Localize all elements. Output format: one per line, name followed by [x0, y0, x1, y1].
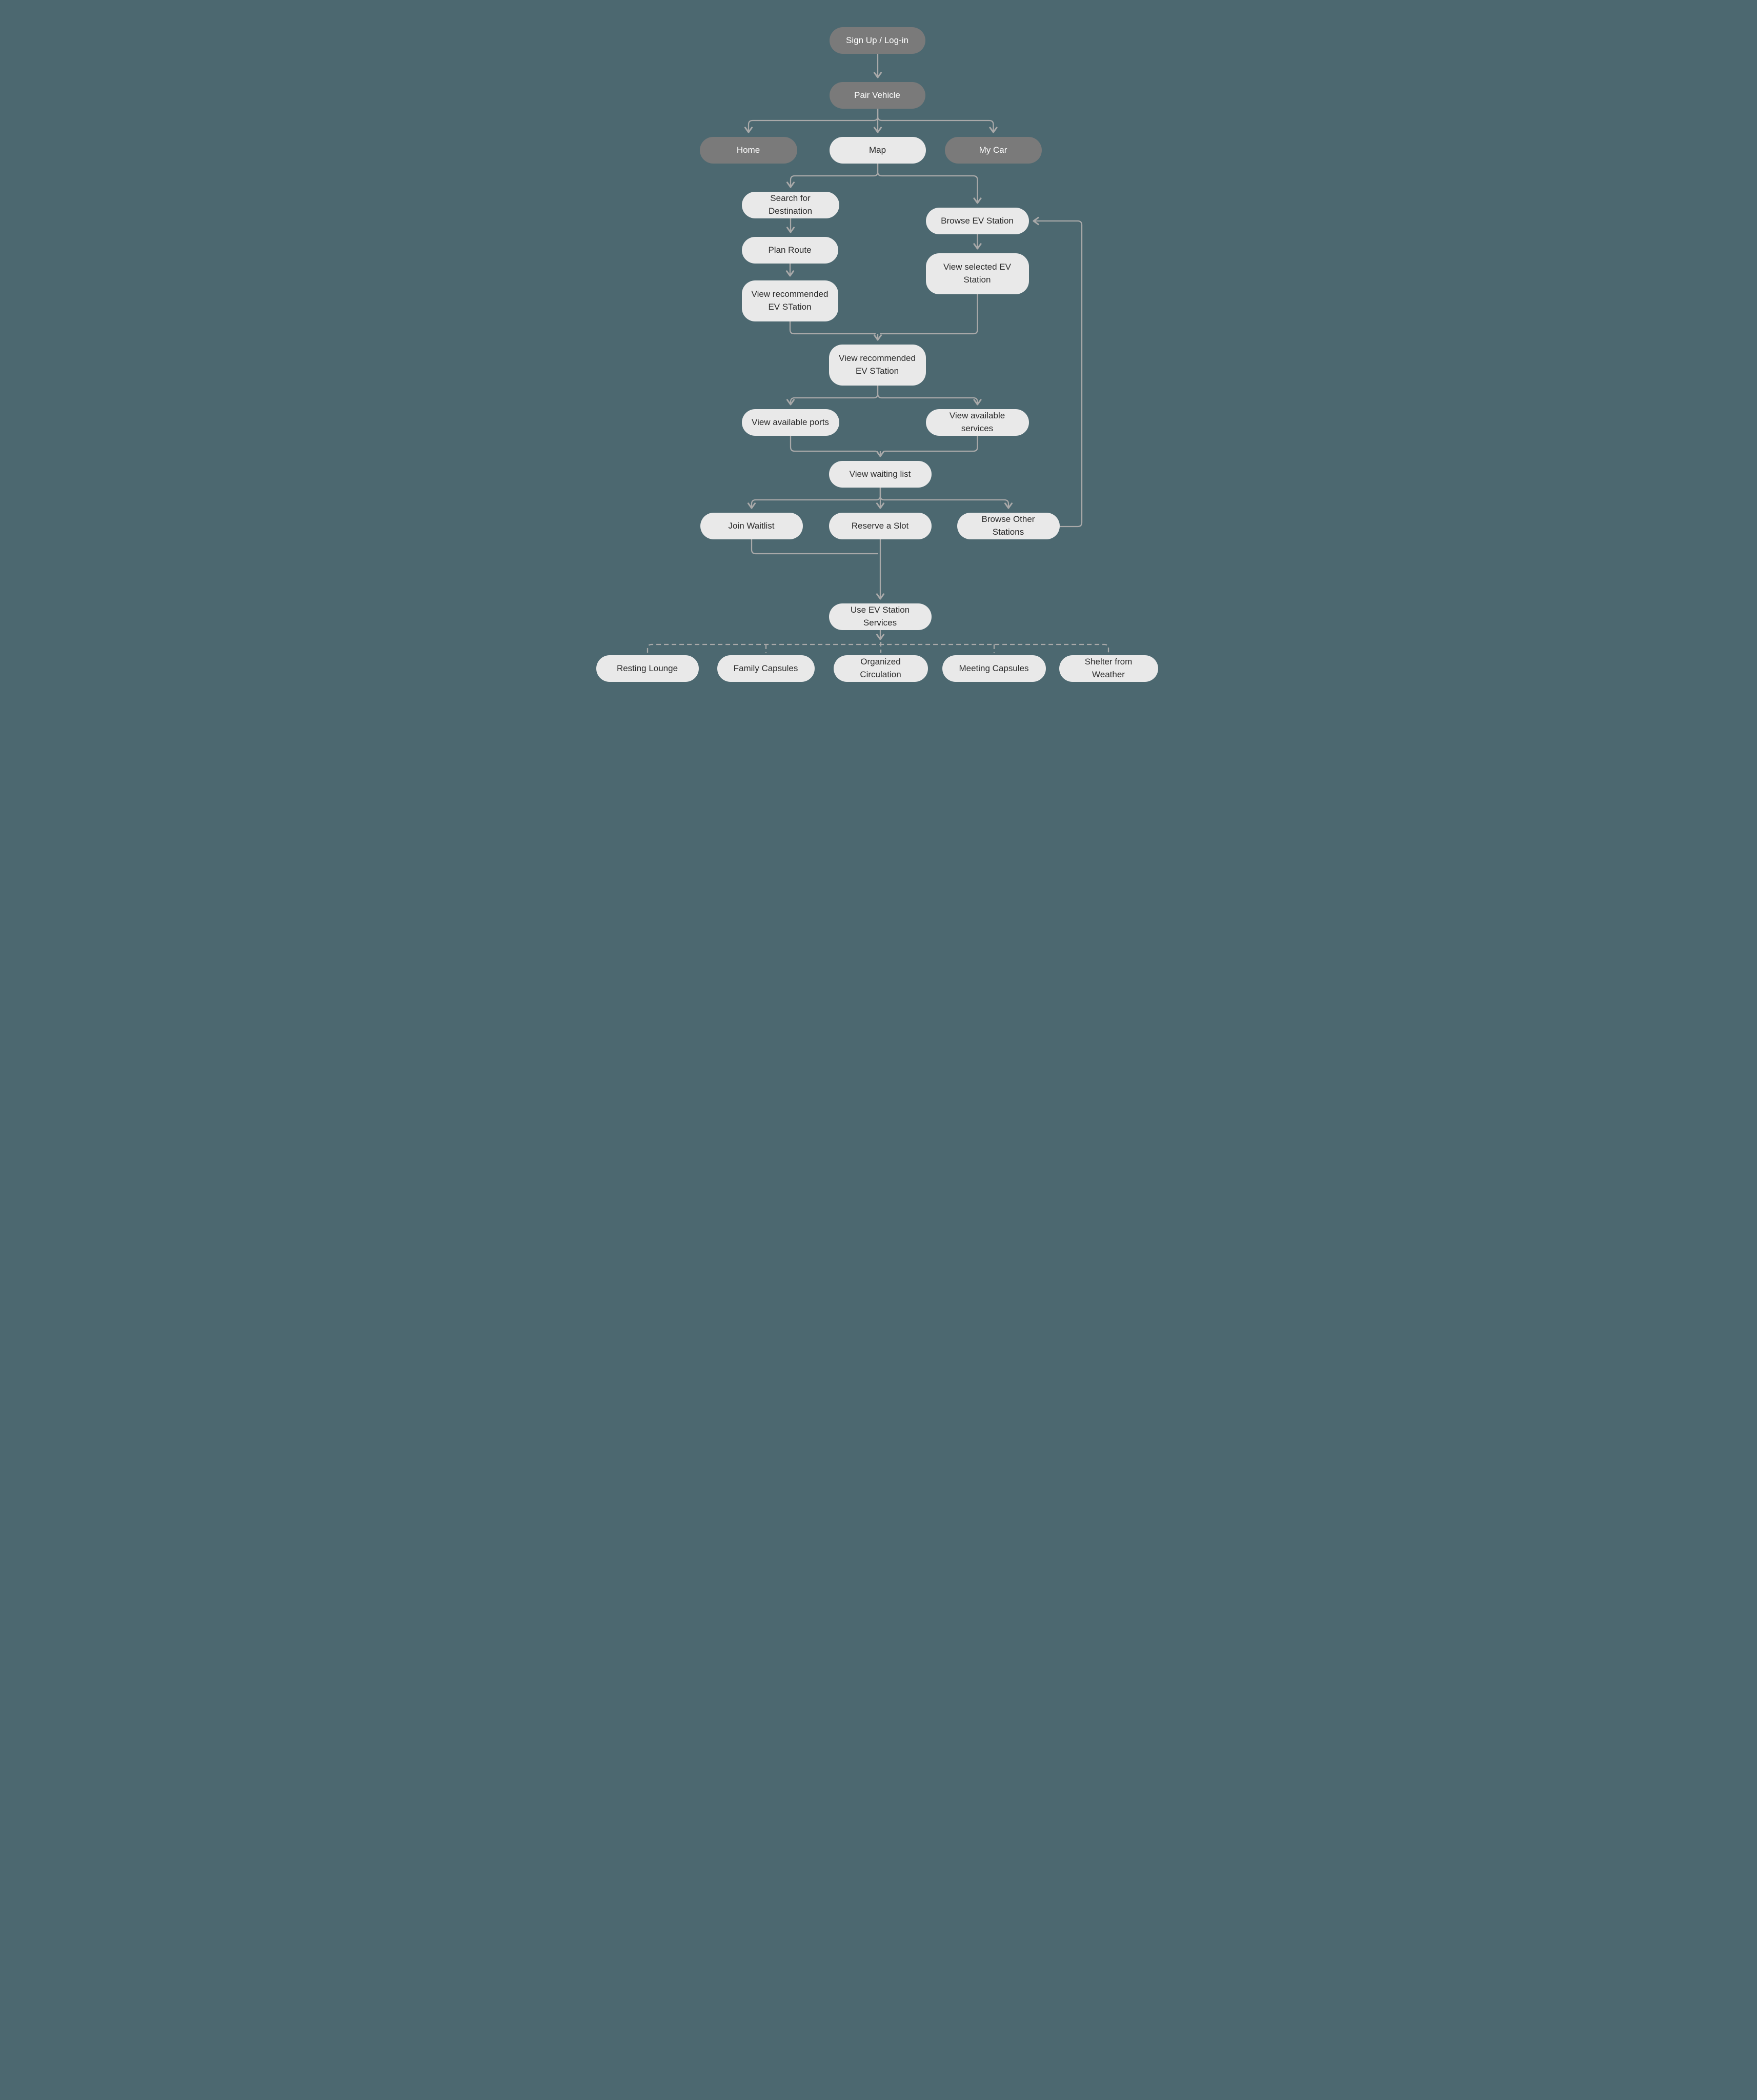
edge-waiting-join	[747, 488, 881, 509]
edge-join-merge	[751, 539, 878, 555]
node-join-waitlist[interactable]: Join Waitlist	[700, 513, 803, 539]
node-browse-ev-station[interactable]: Browse EV Station	[925, 208, 1029, 234]
node-pair-vehicle[interactable]: Pair Vehicle	[829, 82, 925, 109]
node-my-car[interactable]: My Car	[944, 137, 1042, 164]
node-label: View waiting list	[849, 469, 911, 479]
node-view-recommended-ev-station-middle[interactable]: View recommended EV STation	[829, 345, 926, 386]
connector-layer	[647, 54, 1109, 653]
edge-services-merge	[884, 436, 978, 452]
node-sign-up-log-in[interactable]: Sign Up / Log-in	[829, 27, 925, 54]
edge-ports-merge	[790, 436, 876, 452]
node-label: Resting Lounge	[616, 663, 678, 673]
node-use-ev-station-services[interactable]: Use EV Station Services	[829, 603, 932, 630]
edge-pair-home	[744, 109, 878, 133]
node-view-waiting-list[interactable]: View waiting list	[829, 461, 932, 488]
node-label: View selected EV Station	[943, 262, 1011, 285]
node-label: Shelter from Weather	[1084, 657, 1133, 679]
node-label: Reserve a Slot	[851, 520, 909, 531]
node-label: Pair Vehicle	[854, 90, 900, 100]
node-label: My Car	[979, 145, 1007, 155]
node-view-available-ports[interactable]: View available ports	[741, 409, 839, 436]
edge-dashed-horizontal	[647, 643, 1109, 653]
edge-other-browse-loop	[1032, 216, 1082, 528]
node-reserve-a-slot[interactable]: Reserve a Slot	[829, 513, 932, 539]
node-view-recommended-ev-station-left[interactable]: View recommended EV STation	[741, 280, 838, 321]
node-organized-circulation[interactable]: Organized Circulation	[833, 655, 928, 682]
flowchart-canvas: Sign Up / Log-in Pair Vehicle Home Map M…	[585, 0, 1172, 700]
node-search-for-destination[interactable]: Search for Destination	[741, 192, 839, 218]
node-label: Map	[869, 145, 886, 155]
node-meeting-capsules[interactable]: Meeting Capsules	[942, 655, 1046, 682]
node-label: Browse Other Stations	[981, 514, 1035, 537]
node-family-capsules[interactable]: Family Capsules	[717, 655, 815, 682]
node-label: Family Capsules	[733, 663, 798, 673]
edge-waiting-other	[879, 488, 1013, 509]
node-label: Plan Route	[768, 245, 812, 255]
node-label: Join Waitlist	[728, 520, 775, 531]
node-label: Home	[736, 145, 760, 155]
node-label: View recommended EV STation	[839, 353, 916, 376]
node-resting-lounge[interactable]: Resting Lounge	[596, 655, 699, 682]
node-browse-other-stations[interactable]: Browse Other Stations	[957, 513, 1060, 539]
node-plan-route[interactable]: Plan Route	[741, 237, 838, 264]
node-shelter-from-weather[interactable]: Shelter from Weather	[1059, 655, 1158, 682]
node-label: Browse EV Station	[941, 215, 1014, 226]
edge-recmid-ports	[786, 386, 878, 406]
node-label: View available services	[949, 411, 1005, 433]
node-label: Use EV Station Services	[850, 605, 910, 628]
edge-recmid-services	[877, 386, 982, 406]
edge-selected-merge	[879, 294, 978, 335]
node-label: View available ports	[752, 417, 829, 427]
edge-map-search	[786, 164, 878, 188]
node-map[interactable]: Map	[829, 137, 926, 164]
node-home[interactable]: Home	[699, 137, 797, 164]
node-label: View recommended EV STation	[751, 289, 829, 312]
edge-map-browse	[877, 164, 982, 204]
node-label: Organized Circulation	[860, 657, 901, 679]
node-label: Search for Destination	[768, 193, 813, 216]
node-view-selected-ev-station[interactable]: View selected EV Station	[925, 253, 1029, 294]
node-label: Meeting Capsules	[959, 663, 1029, 673]
node-label: Sign Up / Log-in	[846, 35, 908, 45]
edge-recleft-merge	[789, 321, 876, 335]
edge-pair-mycar	[877, 109, 998, 133]
node-view-available-services[interactable]: View available services	[925, 409, 1029, 436]
